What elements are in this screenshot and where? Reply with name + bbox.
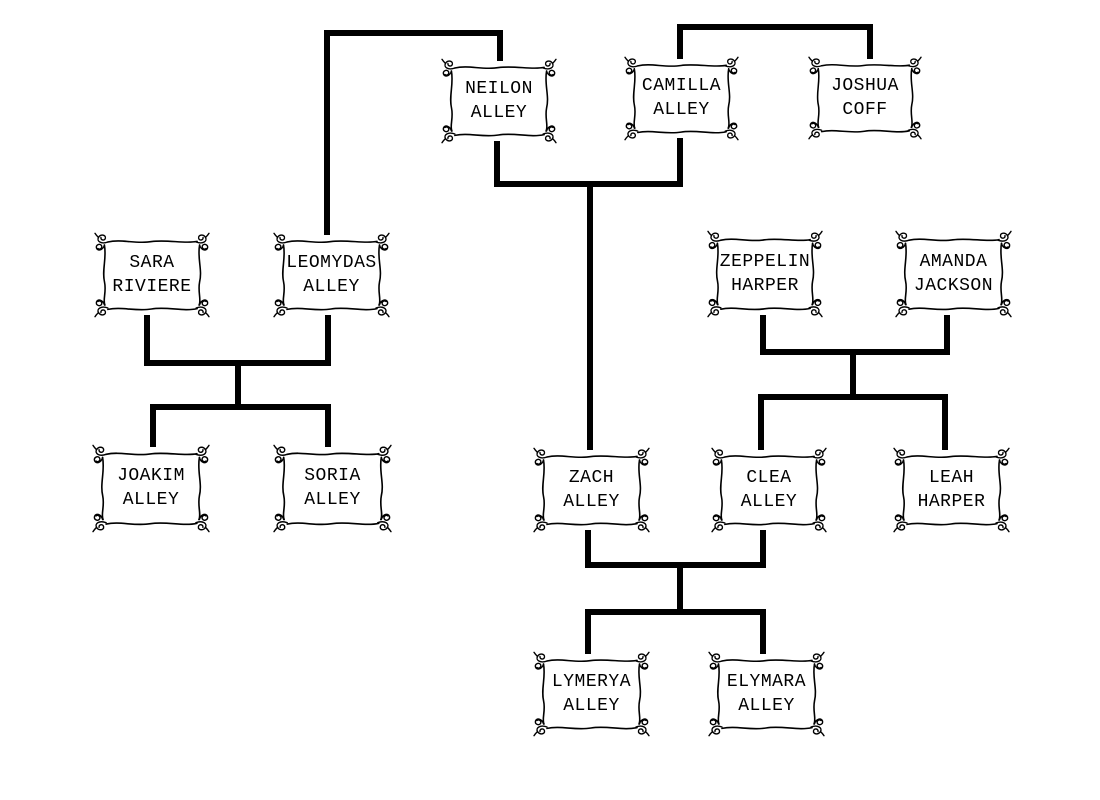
- person-name: LEAH HARPER: [902, 454, 1000, 526]
- person-first-name: ZEPPELIN: [719, 251, 811, 272]
- person-name: JOSHUA COFF: [817, 63, 913, 134]
- person-first-name: ZACH: [568, 467, 615, 488]
- person-last-name: ALLEY: [470, 102, 528, 123]
- person-name: SORIA ALLEY: [283, 451, 383, 526]
- person-last-name: HARPER: [917, 491, 986, 512]
- person-box-zeppelin-harper[interactable]: ZEPPELIN HARPER: [707, 230, 823, 318]
- person-last-name: ALLEY: [563, 695, 620, 716]
- person-first-name: AMANDA: [919, 251, 988, 272]
- person-name: CAMILLA ALLEY: [633, 63, 730, 134]
- person-name: ZEPPELIN HARPER: [716, 237, 813, 311]
- person-last-name: ALLEY: [740, 491, 798, 512]
- person-last-name: ALLEY: [304, 490, 361, 511]
- person-box-camilla-alley[interactable]: CAMILLA ALLEY: [624, 56, 739, 141]
- person-name: AMANDA JACKSON: [904, 237, 1002, 311]
- person-box-clea-alley[interactable]: CLEA ALLEY: [711, 447, 827, 533]
- person-box-leomydas-alley[interactable]: LEOMYDAS ALLEY: [273, 232, 390, 318]
- person-name: ELYMARA ALLEY: [717, 658, 815, 730]
- person-last-name: RIVIERE: [112, 276, 192, 297]
- person-last-name: ALLEY: [653, 100, 710, 121]
- person-name: ZACH ALLEY: [542, 454, 640, 526]
- person-first-name: CAMILLA: [641, 76, 722, 97]
- person-last-name: ALLEY: [122, 490, 180, 511]
- person-first-name: SARA: [129, 252, 175, 273]
- person-last-name: HARPER: [731, 275, 799, 296]
- person-box-zach-alley[interactable]: ZACH ALLEY: [533, 447, 650, 533]
- person-box-neilon-alley[interactable]: NEILON ALLEY: [441, 58, 557, 144]
- person-last-name: COFF: [842, 99, 888, 120]
- person-box-joshua-coff[interactable]: JOSHUA COFF: [808, 56, 922, 140]
- person-box-leah-harper[interactable]: LEAH HARPER: [893, 447, 1010, 533]
- person-last-name: ALLEY: [563, 491, 620, 512]
- person-name: NEILON ALLEY: [450, 65, 547, 137]
- person-box-lymerya-alley[interactable]: LYMERYA ALLEY: [533, 651, 650, 737]
- person-last-name: JACKSON: [913, 275, 994, 296]
- person-first-name: CLEA: [746, 467, 792, 488]
- person-name: LYMERYA ALLEY: [542, 658, 640, 730]
- person-last-name: ALLEY: [303, 276, 360, 297]
- person-name: CLEA ALLEY: [720, 454, 817, 526]
- person-first-name: ELYMARA: [726, 671, 807, 692]
- person-first-name: LYMERYA: [551, 671, 632, 692]
- person-box-soria-alley[interactable]: SORIA ALLEY: [273, 444, 392, 533]
- person-first-name: JOSHUA: [831, 75, 899, 96]
- person-name: SARA RIVIERE: [103, 239, 200, 311]
- person-first-name: LEOMYDAS: [286, 252, 377, 273]
- person-first-name: LEAH: [928, 467, 975, 488]
- person-box-amanda-jackson[interactable]: AMANDA JACKSON: [895, 230, 1012, 318]
- person-first-name: SORIA: [304, 466, 361, 487]
- person-box-elymara-alley[interactable]: ELYMARA ALLEY: [708, 651, 825, 737]
- person-name: LEOMYDAS ALLEY: [282, 239, 380, 311]
- person-first-name: JOAKIM: [117, 466, 185, 487]
- person-name: JOAKIM ALLEY: [101, 451, 200, 526]
- person-first-name: NEILON: [465, 78, 533, 99]
- person-box-joakim-alley[interactable]: JOAKIM ALLEY: [92, 444, 210, 533]
- person-box-sara-riviere[interactable]: SARA RIVIERE: [94, 232, 210, 318]
- person-last-name: ALLEY: [738, 695, 795, 716]
